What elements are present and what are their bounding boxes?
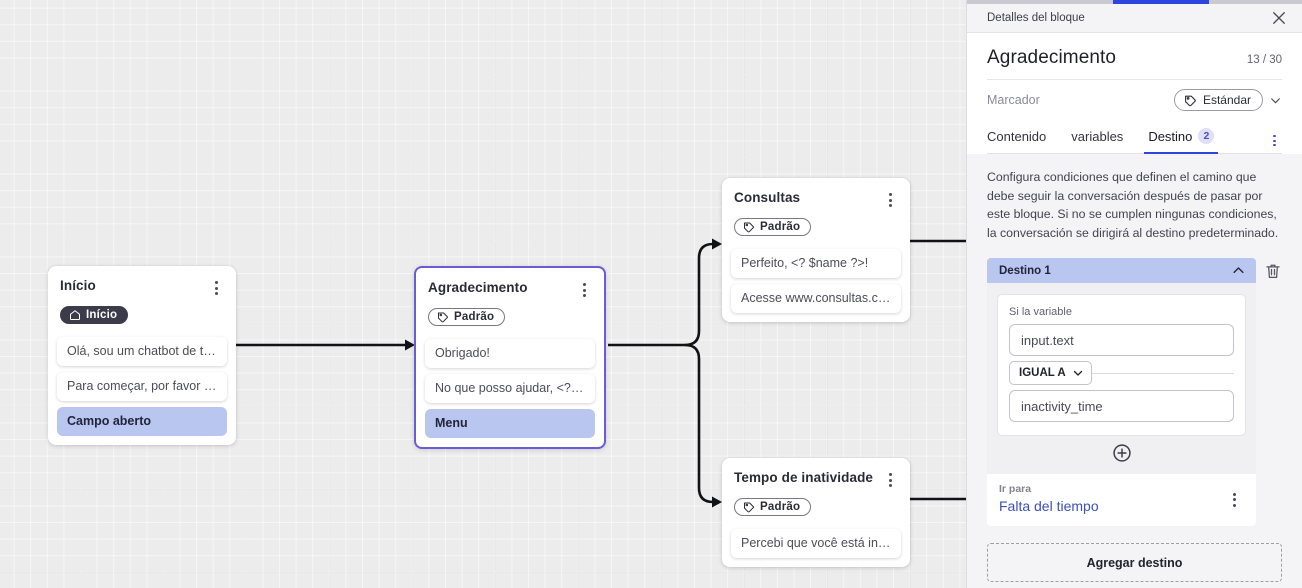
node-tag-row: Padrão (416, 299, 604, 328)
node-tag-badge[interactable]: Padrão (734, 498, 812, 516)
marcador-label: Marcador (987, 93, 1040, 107)
loading-progress-bar (967, 0, 1302, 4)
destination-description: Configura condiciones que definen el cam… (987, 170, 1279, 240)
operator-label: IGUAL A (1019, 367, 1066, 379)
node-bubble[interactable]: Menu (425, 409, 595, 438)
chevron-down-icon[interactable] (1269, 94, 1282, 107)
node-tag-label: Início (86, 309, 118, 321)
page-title: Agradecimento (987, 47, 1117, 68)
node-bubble[interactable]: Percebi que você está inativo. C... (731, 529, 901, 558)
marcador-row: Marcador Estándar (987, 80, 1282, 121)
node-bubble[interactable]: Para começar, por favor digite o ... (57, 372, 227, 401)
flow-node-tempo-de-inatividade[interactable]: Tempo de inatividade Padrão Percebi que … (722, 458, 910, 567)
node-title: Tempo de inatividade (734, 470, 874, 485)
panel-tabs: Contenido variables Destino 2 (987, 121, 1282, 154)
node-bubble[interactable]: Perfeito, <? $name ?>! (731, 249, 901, 278)
destination-header[interactable]: Destino 1 (987, 258, 1256, 283)
flow-node-inicio[interactable]: Início Início Olá, sou um chatbot de tes… (48, 266, 236, 445)
node-title: Agradecimento (428, 280, 528, 295)
node-bubble[interactable]: Campo aberto (57, 407, 227, 436)
node-header: Agradecimento (416, 268, 604, 299)
node-tag-row: Padrão (722, 209, 910, 238)
node-bubble[interactable]: No que posso ajudar, <? $name ... (425, 374, 595, 403)
status-badge: 2 (1198, 128, 1215, 144)
node-tag-label: Padrão (454, 311, 495, 323)
node-tag-badge[interactable]: Padrão (428, 308, 506, 326)
tag-icon (744, 502, 754, 513)
goto-label: Ir para (999, 483, 1032, 495)
marcador-control[interactable]: Estándar (1173, 89, 1282, 111)
plus-circle-icon[interactable] (1112, 443, 1132, 463)
node-tag-row: Início (48, 297, 236, 326)
tab-label: variables (1071, 129, 1124, 144)
operator-row: IGUAL A (1009, 356, 1234, 390)
node-header: Início (48, 266, 236, 297)
node-menu-button[interactable] (882, 191, 898, 209)
node-header: Tempo de inatividade (722, 458, 910, 489)
panel-content: Configura condiciones que definen el cam… (967, 154, 1302, 588)
node-header: Consultas (722, 178, 910, 209)
node-bubbles: Obrigado! No que posso ajudar, <? $name … (416, 328, 604, 438)
node-tag-label: Padrão (760, 221, 801, 233)
destination-header-label: Destino 1 (999, 264, 1051, 277)
block-title-row: Agradecimento 13 / 30 (987, 33, 1282, 80)
tag-icon (1185, 95, 1196, 106)
node-tag-badge[interactable]: Início (60, 306, 129, 324)
destination-row: Destino 1 Si la variable input.text IGUA… (987, 258, 1282, 526)
goto-text: Ir para Falta del tiempo (999, 482, 1099, 516)
tag-icon (438, 312, 448, 323)
variable-input[interactable]: input.text (1009, 324, 1234, 356)
node-menu-button[interactable] (882, 471, 898, 489)
add-destination-button[interactable]: Agregar destino (987, 543, 1282, 582)
node-bubbles: Olá, sou um chatbot de teste! Para começ… (48, 326, 236, 436)
tab-label: Destino (1148, 128, 1193, 144)
marcador-value-chip[interactable]: Estándar (1173, 89, 1263, 111)
trash-icon[interactable] (1264, 262, 1282, 280)
node-bubble[interactable]: Acesse www.consultas.com par... (731, 284, 901, 313)
add-condition-row (997, 436, 1246, 468)
flow-node-agradecimento[interactable]: Agradecimento Padrão Obrigado! No que po… (414, 266, 606, 449)
node-tag-row: Padrão (722, 489, 910, 518)
condition-label: Si la variable (1009, 306, 1072, 318)
goto-menu-button[interactable] (1226, 491, 1242, 509)
tag-icon (744, 222, 754, 233)
node-title: Consultas (734, 190, 801, 205)
node-tag-label: Padrão (760, 501, 801, 513)
destination-card: Destino 1 Si la variable input.text IGUA… (987, 258, 1256, 526)
chevron-down-icon (1073, 370, 1082, 376)
node-bubble[interactable]: Obrigado! (425, 339, 595, 368)
tab-contenido[interactable]: Contenido (987, 129, 1046, 153)
panel-header-title: Detalles del bloque (987, 12, 1085, 24)
goto-section[interactable]: Ir para Falta del tiempo (987, 474, 1256, 526)
node-title: Início (60, 278, 96, 293)
node-menu-button[interactable] (576, 281, 592, 299)
character-counter: 13 / 30 (1246, 54, 1282, 66)
panel-overflow-menu-button[interactable] (1266, 135, 1282, 153)
node-bubbles: Percebi que você está inativo. C... (722, 518, 910, 558)
condition-zone: Si la variable input.text IGUAL A (987, 283, 1256, 474)
goto-value: Falta del tiempo (999, 498, 1099, 514)
tab-destino[interactable]: Destino 2 (1144, 128, 1219, 154)
panel-header: Detalles del bloque (967, 4, 1302, 33)
node-bubbles: Perfeito, <? $name ?>! Acesse www.consul… (722, 238, 910, 313)
node-tag-badge[interactable]: Padrão (734, 218, 812, 236)
chevron-up-icon[interactable] (1231, 263, 1246, 278)
tab-variables[interactable]: variables (1071, 129, 1123, 153)
tab-label: Contenido (987, 129, 1047, 144)
flow-canvas[interactable]: Início Início Olá, sou um chatbot de tes… (0, 0, 966, 588)
compare-value-input[interactable]: inactivity_time (1009, 390, 1234, 422)
flow-node-consultas[interactable]: Consultas Padrão Perfeito, <? $name ?>! … (722, 178, 910, 322)
progress-fill (1113, 0, 1209, 4)
marcador-value-label: Estándar (1202, 93, 1251, 107)
node-bubble[interactable]: Olá, sou um chatbot de teste! (57, 337, 227, 366)
operator-select[interactable]: IGUAL A (1009, 361, 1092, 385)
node-menu-button[interactable] (208, 279, 224, 297)
block-details-panel: Detalles del bloque Agradecimento 13 / 3… (966, 0, 1302, 588)
close-icon[interactable] (1270, 9, 1288, 27)
panel-main: Agradecimento 13 / 30 Marcador Estándar (967, 33, 1302, 154)
home-icon (70, 310, 80, 320)
condition-box: Si la variable input.text IGUAL A (997, 294, 1246, 436)
